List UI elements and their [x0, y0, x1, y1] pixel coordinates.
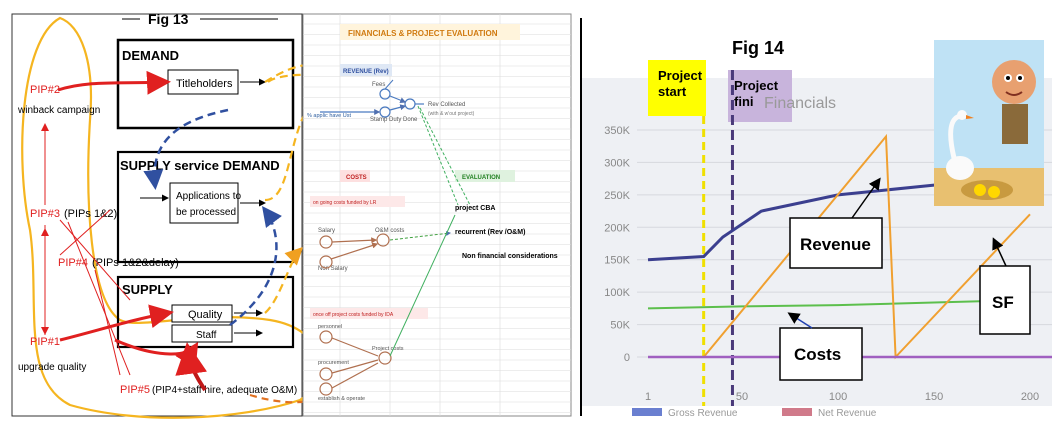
- sf-callout-label: SF: [992, 293, 1014, 312]
- sheet-stamp: Stamp Duty Done: [370, 117, 418, 123]
- fig13-diagram: Fig 13 DEMAND Titleholders SUPPLY servic…: [11, 11, 572, 419]
- costs-callout: [779, 327, 863, 381]
- pip2-label: PIP#2: [30, 84, 60, 96]
- y-tick-label: 100K: [604, 287, 630, 299]
- x-tick-label: 1: [645, 391, 651, 403]
- y-tick-label: 0: [624, 352, 630, 364]
- supply-label: SUPPLY: [122, 282, 173, 297]
- supply-demand-label: SUPPLY service DEMAND: [120, 158, 280, 173]
- spreadsheet-panel: FINANCIALS & PROJECT EVALUATION REVENUE …: [302, 13, 572, 417]
- costs-callout-label: Costs: [794, 345, 841, 364]
- y-tick-labels: 0 50K 100K 150K 200K 250K 300K 350K: [604, 125, 630, 364]
- y-tick-label: 150K: [604, 255, 630, 267]
- pip1-desc: upgrade quality: [18, 362, 86, 373]
- sheet-rev-collected: Rev Collected: [428, 102, 465, 108]
- sheet-costs: COSTS: [346, 175, 367, 181]
- sheet-fees: Fees: [372, 82, 385, 88]
- sheet-applic: % applic have Ust: [307, 113, 351, 119]
- project-fini-box: [728, 70, 792, 122]
- series-line-costs: [647, 298, 1031, 310]
- pip3-label: PIP#3: [30, 208, 60, 220]
- pip5-label: PIP#5: [120, 384, 150, 396]
- project-fini-line2: fini: [734, 94, 754, 109]
- pip1-label: PIP#1: [30, 336, 60, 348]
- fig14-title: Fig 14: [732, 38, 784, 58]
- sheet-project-costs: Project costs: [372, 346, 404, 352]
- applications-line2: be processed: [176, 207, 236, 218]
- sheet-revenue: REVENUE (Rev): [343, 69, 389, 75]
- project-start-line2: start: [658, 84, 687, 99]
- sheet-rev-collected-sub: (with & w'out project): [428, 111, 475, 117]
- sheet-ongoing: on going costs funded by LR: [313, 200, 377, 206]
- chart-title: Financials: [764, 95, 836, 112]
- pip4-label: PIP#4: [58, 257, 88, 269]
- demand-label: DEMAND: [122, 48, 179, 63]
- staff-label: Staff: [196, 330, 217, 341]
- legend-label-2: Net Revenue: [818, 408, 877, 416]
- pip4-desc: (PIPs 1&2&delay): [92, 257, 179, 269]
- project-fini-line1: Project: [734, 78, 779, 93]
- y-tick-label: 350K: [604, 125, 630, 137]
- sheet-non-financial: Non financial considerations: [462, 253, 558, 260]
- sheet-non-salary: Non Salary: [318, 266, 348, 272]
- x-tick-label: 100: [829, 391, 847, 403]
- sheet-evaluation: EVALUATION: [462, 175, 500, 181]
- sheet-project-cba: project CBA: [455, 205, 495, 212]
- quality-label: Quality: [188, 309, 223, 321]
- pip2-desc: winback campaign: [17, 105, 100, 116]
- x-tick-label: 200: [1021, 391, 1039, 403]
- pip3-desc: (PIPs 1&2): [64, 208, 117, 220]
- project-start-box: [648, 60, 706, 116]
- legend-swatch-1: [632, 408, 662, 416]
- y-tick-label: 250K: [604, 190, 630, 202]
- revenue-callout: [789, 217, 883, 269]
- y-tick-label: 50K: [610, 320, 630, 332]
- x-tick-label: 150: [925, 391, 943, 403]
- revenue-callout-label: Revenue: [800, 235, 871, 254]
- sheet-establish: establish & operate: [318, 396, 365, 402]
- sheet-procurement: procurement: [318, 360, 349, 366]
- fig13-title: Fig 13: [148, 11, 189, 27]
- y-tick-label: 300K: [604, 157, 630, 169]
- legend-label-1: Gross Revenue: [668, 408, 738, 416]
- staff-box: [171, 324, 233, 343]
- x-tick-label: 50: [736, 391, 748, 403]
- sheet-header: FINANCIALS & PROJECT EVALUATION: [348, 29, 498, 38]
- sheet-personnel: personnel: [318, 324, 342, 330]
- titleholders-label: Titleholders: [176, 78, 233, 90]
- legend-swatch-2: [782, 408, 812, 416]
- sheet-recurrent: recurrent (Rev /O&M): [455, 229, 525, 236]
- supply-demand-box: [116, 150, 295, 264]
- sheet-once-off: once off project costs funded by IDA: [313, 312, 394, 318]
- fig13-left-frame: [11, 13, 303, 417]
- cartoon-illustration: [934, 40, 1044, 206]
- project-start-line1: Project: [658, 68, 703, 83]
- pip5-desc: (PIP4+staff hire, adequate O&M): [152, 385, 297, 396]
- sheet-salary: Salary: [318, 228, 335, 234]
- y-tick-label: 200K: [604, 222, 630, 234]
- sf-callout: [979, 265, 1031, 335]
- applications-line1: Applications to: [176, 191, 241, 202]
- fig13-panel: Fig 13 DEMAND Titleholders SUPPLY servic…: [11, 11, 572, 419]
- sheet-om-costs: O&M costs: [375, 228, 404, 234]
- applications-box: [169, 182, 239, 224]
